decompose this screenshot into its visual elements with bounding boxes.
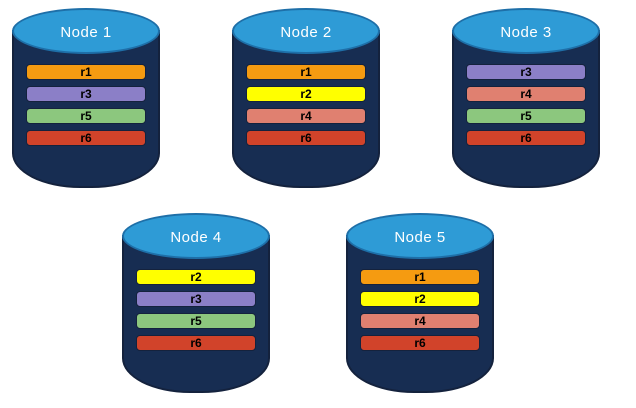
cylinder-top-ellipse: Node 4 [122,213,270,259]
replica-bar-r3[interactable]: r3 [136,291,256,307]
replica-bar-r6[interactable]: r6 [26,130,146,146]
replica-bar-r6[interactable]: r6 [360,335,480,351]
replica-bar-r6[interactable]: r6 [136,335,256,351]
cylinder-shape: Node 4 r2 r3 r5 r6 [122,213,270,397]
storage-node-2[interactable]: Node 2 r1 r2 r4 r6 [232,8,380,192]
replica-bar-r2[interactable]: r2 [246,86,366,102]
replica-list: r1 r2 r4 r6 [346,269,494,351]
replica-bar-r5[interactable]: r5 [26,108,146,124]
replica-list: r3 r4 r5 r6 [452,64,600,146]
storage-node-3[interactable]: Node 3 r3 r4 r5 r6 [452,8,600,192]
replica-bar-r3[interactable]: r3 [466,64,586,80]
replica-bar-r3[interactable]: r3 [26,86,146,102]
cylinder-top-ellipse: Node 3 [452,8,600,54]
replica-bar-r5[interactable]: r5 [136,313,256,329]
replica-list: r1 r3 r5 r6 [12,64,160,146]
cylinder-top-ellipse: Node 2 [232,8,380,54]
replica-bar-r2[interactable]: r2 [360,291,480,307]
replica-bar-r4[interactable]: r4 [246,108,366,124]
storage-node-4[interactable]: Node 4 r2 r3 r5 r6 [122,213,270,397]
replica-bar-r4[interactable]: r4 [360,313,480,329]
replica-bar-r5[interactable]: r5 [466,108,586,124]
replica-list: r1 r2 r4 r6 [232,64,380,146]
cylinder-shape: Node 3 r3 r4 r5 r6 [452,8,600,192]
replica-bar-r1[interactable]: r1 [360,269,480,285]
storage-node-1[interactable]: Node 1 r1 r3 r5 r6 [12,8,160,192]
replica-list: r2 r3 r5 r6 [122,269,270,351]
cylinder-shape: Node 1 r1 r3 r5 r6 [12,8,160,192]
replica-bar-r1[interactable]: r1 [246,64,366,80]
node-title-label: Node 4 [170,228,222,246]
replica-bar-r6[interactable]: r6 [466,130,586,146]
cylinder-top-ellipse: Node 5 [346,213,494,259]
cylinder-top-ellipse: Node 1 [12,8,160,54]
replica-bar-r2[interactable]: r2 [136,269,256,285]
node-title-label: Node 5 [394,228,446,246]
node-title-label: Node 2 [280,23,332,41]
replica-bar-r1[interactable]: r1 [26,64,146,80]
storage-node-5[interactable]: Node 5 r1 r2 r4 r6 [346,213,494,397]
cylinder-shape: Node 5 r1 r2 r4 r6 [346,213,494,397]
node-title-label: Node 1 [60,23,112,41]
cylinder-shape: Node 2 r1 r2 r4 r6 [232,8,380,192]
replica-bar-r4[interactable]: r4 [466,86,586,102]
node-title-label: Node 3 [500,23,552,41]
replica-bar-r6[interactable]: r6 [246,130,366,146]
